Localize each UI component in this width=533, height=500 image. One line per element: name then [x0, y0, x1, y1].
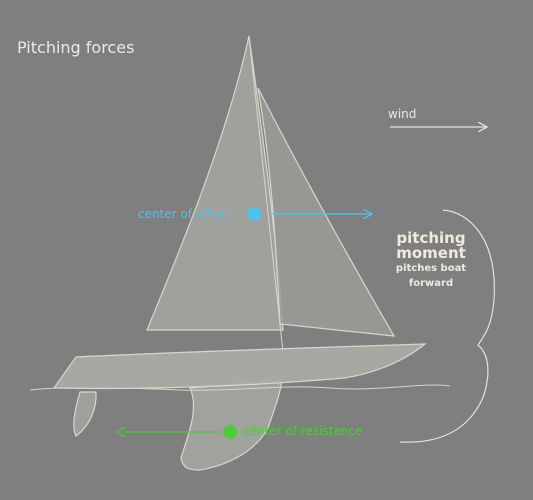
pitching-moment-bracket: [399, 209, 495, 443]
pitching-moment-line1: pitching: [396, 229, 466, 247]
center-of-effort-dot: [247, 207, 261, 221]
pitching-moment-label: pitching moment pitches boat forward: [388, 231, 474, 290]
pitching-moment-sub2: forward: [408, 277, 454, 289]
jib-sail: [257, 87, 396, 337]
hull: [52, 343, 427, 390]
mast: [248, 35, 284, 353]
keel: [180, 379, 283, 471]
diagram-title: Pitching forces: [17, 38, 135, 57]
pitching-moment-line2: moment: [396, 244, 466, 262]
mainsail: [146, 35, 284, 331]
center-of-resistance-dot: [223, 425, 237, 439]
rudder: [73, 391, 97, 437]
center-of-resistance-label: center of resistance: [243, 424, 363, 438]
center-of-effort-label: center of effort: [138, 207, 229, 221]
wind-label: wind: [388, 107, 417, 121]
pitching-moment-sub1: pitches boat: [395, 263, 467, 274]
